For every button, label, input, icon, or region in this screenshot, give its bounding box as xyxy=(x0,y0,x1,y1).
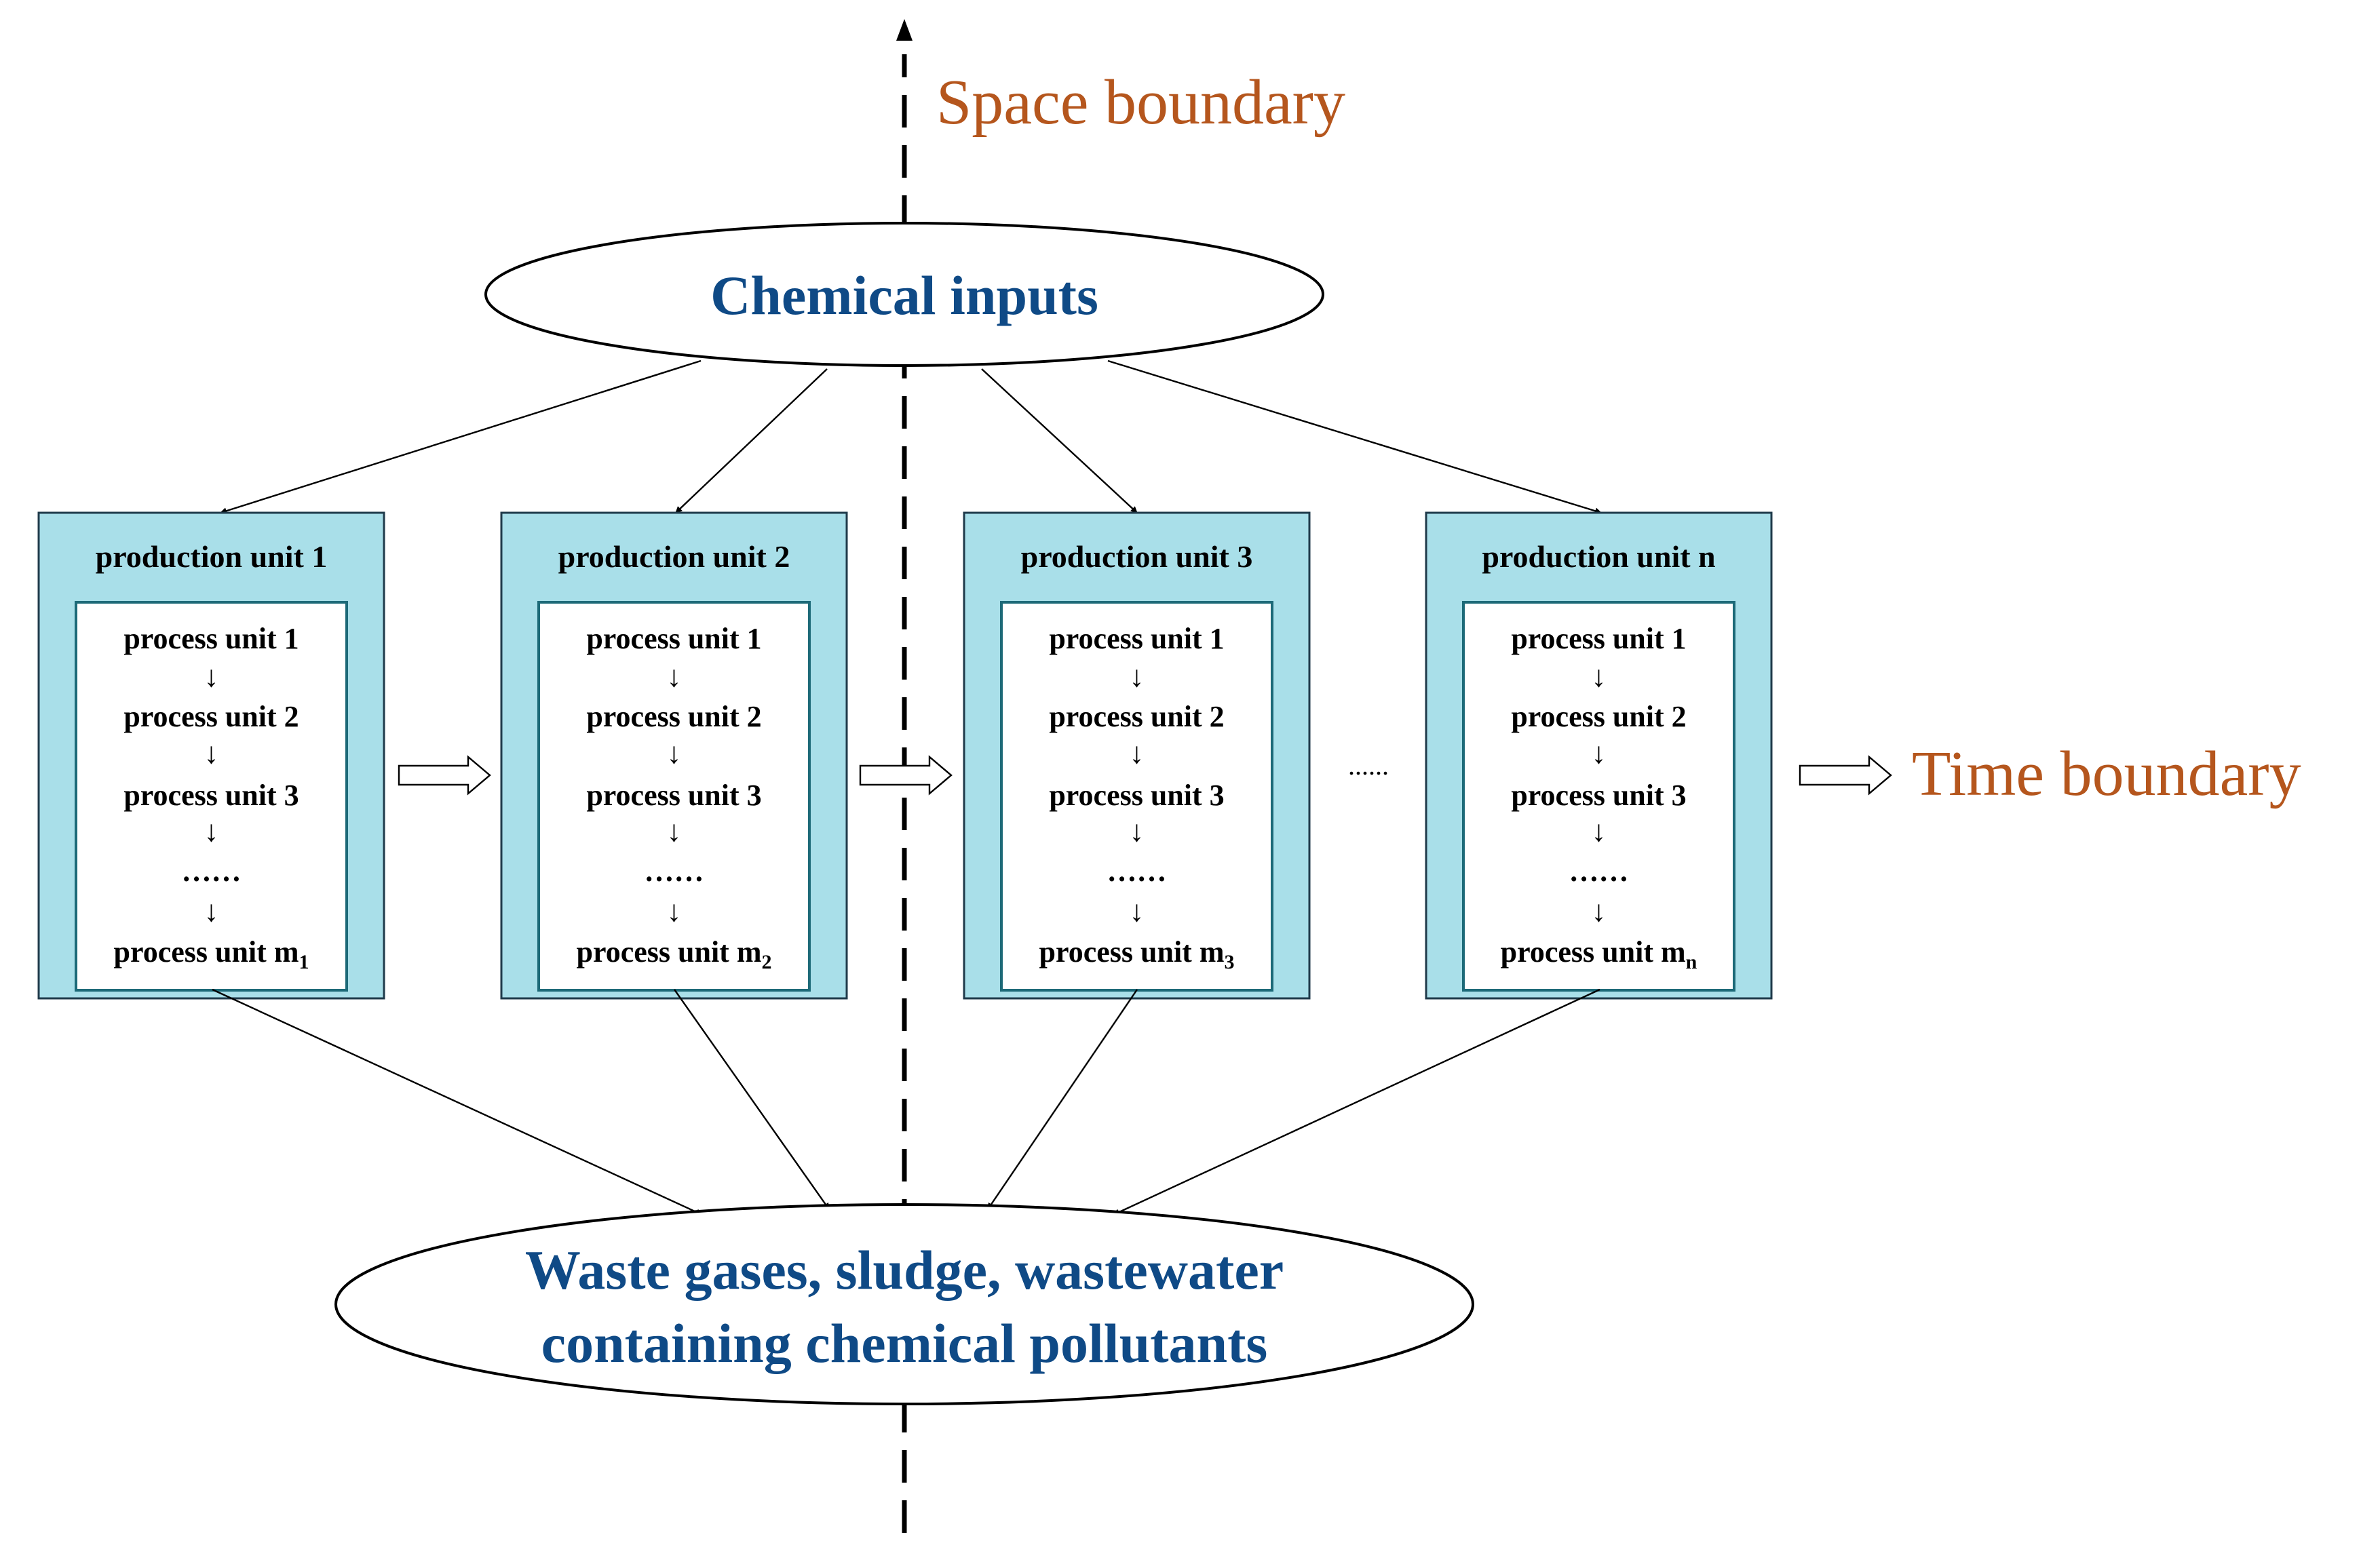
down-arrow-icon: ↓ xyxy=(204,895,219,928)
down-arrow-icon: ↓ xyxy=(1592,737,1607,770)
process-ellipsis: …… xyxy=(1107,855,1167,888)
transition-arrow-2-3 xyxy=(859,755,953,796)
process-unit-label: process unit 3 xyxy=(1511,779,1686,812)
down-arrow-icon: ↓ xyxy=(1130,815,1145,848)
transition-arrow-1-2 xyxy=(398,755,491,796)
process-unit-label: process unit 2 xyxy=(1511,700,1686,733)
production-unit: production unit 1 process unit 1 process u… xyxy=(37,511,385,1000)
process-unit-label: process unit 2 xyxy=(1049,700,1224,733)
time-boundary-label: Time boundary xyxy=(1912,739,2301,809)
last-process-unit-subscript: 2 xyxy=(761,951,771,973)
last-process-unit-text: process unit m xyxy=(114,935,299,969)
down-arrow-icon: ↓ xyxy=(1592,660,1607,693)
production-unit: production unit 3 process unit 1 process u… xyxy=(963,511,1311,1000)
process-ellipsis: …… xyxy=(182,855,242,888)
process-unit-label: process unit 2 xyxy=(586,700,761,733)
time-boundary-arrow xyxy=(1799,755,1892,796)
down-arrow-icon: ↓ xyxy=(204,660,219,693)
last-process-unit-label: process unit m2 xyxy=(577,935,772,973)
last-process-unit-subscript: 3 xyxy=(1224,951,1234,973)
down-arrow-icon: ↓ xyxy=(1592,815,1607,848)
process-unit-label: process unit 1 xyxy=(586,622,761,655)
last-process-unit-label: process unit m3 xyxy=(1039,935,1235,973)
process-ellipsis: …… xyxy=(645,855,704,888)
input-connectors xyxy=(220,359,1602,515)
down-arrow-icon: ↓ xyxy=(1592,895,1607,928)
process-unit-label: process unit 1 xyxy=(123,622,299,655)
output-node-line1: Waste gases, sludge, wastewater xyxy=(525,1239,1284,1301)
production-unit-title: production unit 1 xyxy=(96,539,328,574)
down-arrow-icon: ↓ xyxy=(667,895,682,928)
unit-transitions xyxy=(398,755,1892,796)
units-ellipsis: ...... xyxy=(1348,750,1389,781)
input-node: Chemical inputs xyxy=(484,222,1324,367)
down-arrow-icon: ↓ xyxy=(1130,737,1145,770)
down-arrow-icon: ↓ xyxy=(1130,895,1145,928)
production-unit-title: production unit n xyxy=(1482,539,1715,574)
process-unit-label: process unit 3 xyxy=(1049,779,1224,812)
output-node: Waste gases, sludge, wastewater containi… xyxy=(334,1203,1474,1405)
last-process-unit-subscript: 1 xyxy=(299,951,309,973)
space-boundary-label: Space boundary xyxy=(936,67,1345,138)
down-arrow-icon: ↓ xyxy=(204,815,219,848)
last-process-unit-text: process unit m xyxy=(577,935,762,969)
output-connectors xyxy=(212,988,1600,1216)
output-node-line2: containing chemical pollutants xyxy=(541,1312,1268,1374)
process-unit-label: process unit 2 xyxy=(123,700,299,733)
last-process-unit-text: process unit m xyxy=(1501,935,1686,969)
process-ellipsis: …… xyxy=(1569,855,1629,888)
process-list-box xyxy=(537,601,811,992)
down-arrow-icon: ↓ xyxy=(667,660,682,693)
process-unit-label: process unit 3 xyxy=(123,779,299,812)
down-arrow-icon: ↓ xyxy=(667,737,682,770)
down-arrow-icon: ↓ xyxy=(1130,660,1145,693)
process-unit-label: process unit 1 xyxy=(1049,622,1224,655)
last-process-unit-label: process unit mn xyxy=(1501,935,1697,973)
last-process-unit-subscript: n xyxy=(1686,951,1697,973)
down-arrow-icon: ↓ xyxy=(667,815,682,848)
input-node-label: Chemical inputs xyxy=(710,265,1098,326)
production-unit: production unit n process unit 1 process u… xyxy=(1425,511,1773,1000)
space-boundary-arrowhead xyxy=(896,19,913,41)
down-arrow-icon: ↓ xyxy=(204,737,219,770)
process-list-box xyxy=(75,601,348,992)
last-process-unit-label: process unit m1 xyxy=(114,935,309,973)
production-unit-title: production unit 2 xyxy=(558,539,790,574)
process-list-box xyxy=(1000,601,1273,992)
process-unit-label: process unit 3 xyxy=(586,779,761,812)
process-unit-label: process unit 1 xyxy=(1511,622,1686,655)
last-process-unit-text: process unit m xyxy=(1039,935,1225,969)
production-unit-title: production unit 3 xyxy=(1021,539,1253,574)
production-unit: production unit 2 process unit 1 process u… xyxy=(500,511,848,1000)
